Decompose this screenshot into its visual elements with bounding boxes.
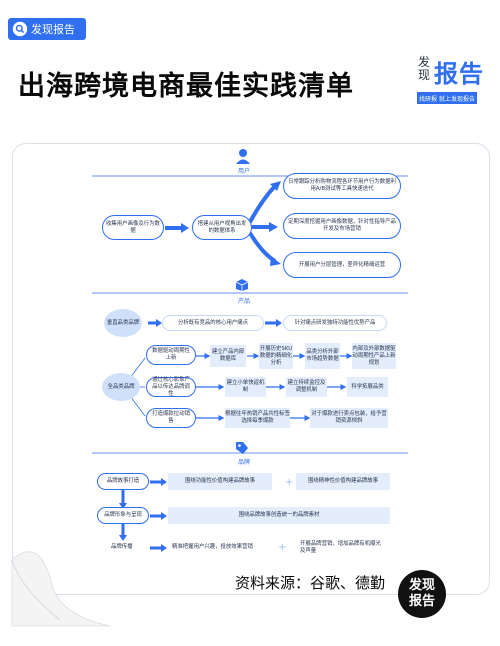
full-step-4: 内部及外部数据驱动周期性产品上新规划 (352, 343, 396, 369)
svg-text:+: + (278, 542, 286, 553)
section-caption-brand: 品牌 (238, 459, 251, 466)
brand-row-1-desc: 围绕功能性价值构建品牌故事 (168, 473, 272, 490)
full-left-3: 打造爆款拉动销售 (146, 408, 196, 428)
user-data-system: 搭建从用户视角出发的数据体系 (192, 215, 252, 240)
search-icon (12, 21, 28, 37)
discover-report-logo[interactable]: 发现报告 (398, 570, 446, 618)
brand-row-3-desc2: 开展品牌营销，增加品牌有机曝光及声量 (300, 541, 381, 554)
user-outcome-3: 开展用户分层管理，差异化精细运营 (283, 252, 401, 278)
brand-tag-icon (236, 442, 248, 454)
brand-slogan: 找研报 就上发现报告 (417, 92, 477, 104)
page-title: 出海跨境电商最佳实践清单 (18, 71, 354, 102)
product-box-icon (235, 279, 249, 291)
brand-row-2-desc: 围绕品牌故事创造统一的品牌素材 (168, 507, 390, 524)
source-note: 资料来源：谷歌、德勤 (235, 574, 386, 592)
brand-row-2-label: 品牌形象与呈现 (97, 507, 149, 524)
user-outcome-1: 日常跟踪分析购物流程各环节用户行为数据利用A/B测试等工具快速迭代 (283, 173, 401, 199)
full-left-2: 通过核心影象产品以传达品牌调性 (146, 377, 196, 397)
full-step-5: 建立小单快返机制 (225, 377, 266, 397)
section-caption-user: 用户 (238, 168, 251, 175)
brand-row-1-desc2: 围绕精神性价值构建品牌故事 (296, 473, 390, 490)
tag-label: 发现报告 (31, 23, 75, 36)
full-left-1: 数据驱动周期性上新 (146, 345, 196, 365)
brand-row-1-label: 品牌故事打造 (97, 473, 149, 490)
full-step-7: 科学拓展品类 (347, 377, 388, 397)
brand-row-3-label: 品牌传播 (111, 544, 133, 550)
vertical-brand-node: 垂直品类品牌 (104, 309, 142, 337)
logo-text: 发现报告 (408, 578, 435, 609)
full-category-node: 全品类品牌 (102, 373, 140, 401)
svg-text:+: + (285, 477, 293, 488)
full-step-3: 品类分析外部市场趋势数据 (305, 343, 340, 369)
full-step-1: 建立产品内部数据库 (210, 345, 246, 367)
brand-caption: 发现 (418, 55, 431, 82)
full-step-9: 对于爆款进行卖点包装，给予营销资源倾斜 (310, 408, 388, 428)
full-step-6: 建立持续监控及调整机制 (286, 377, 327, 397)
user-outcome-2: 定期深度挖掘用户画像数据，针对性指导产品开发及市场营销 (283, 213, 401, 239)
full-step-8: 根据往年热销产品共性标签选择每季爆款 (225, 408, 290, 428)
user-start-step: 收集用户画像及行为数据 (102, 215, 164, 240)
brand-row-3-desc: 精准把握用户兴趣，投放效果营销 (172, 544, 253, 550)
vertical-step: 分析既有竞品的核心用户痛点 (162, 315, 264, 331)
vertical-result: 针对痛点研发独特功能性优势产品 (283, 315, 387, 331)
full-step-2: 开展历史SKU数据的精细化分析 (259, 343, 293, 369)
section-caption-product: 产品 (238, 298, 251, 305)
brand-name: 报告 (434, 60, 484, 88)
user-icon (236, 149, 250, 164)
discover-report-tag[interactable]: 发现报告 (8, 18, 86, 40)
